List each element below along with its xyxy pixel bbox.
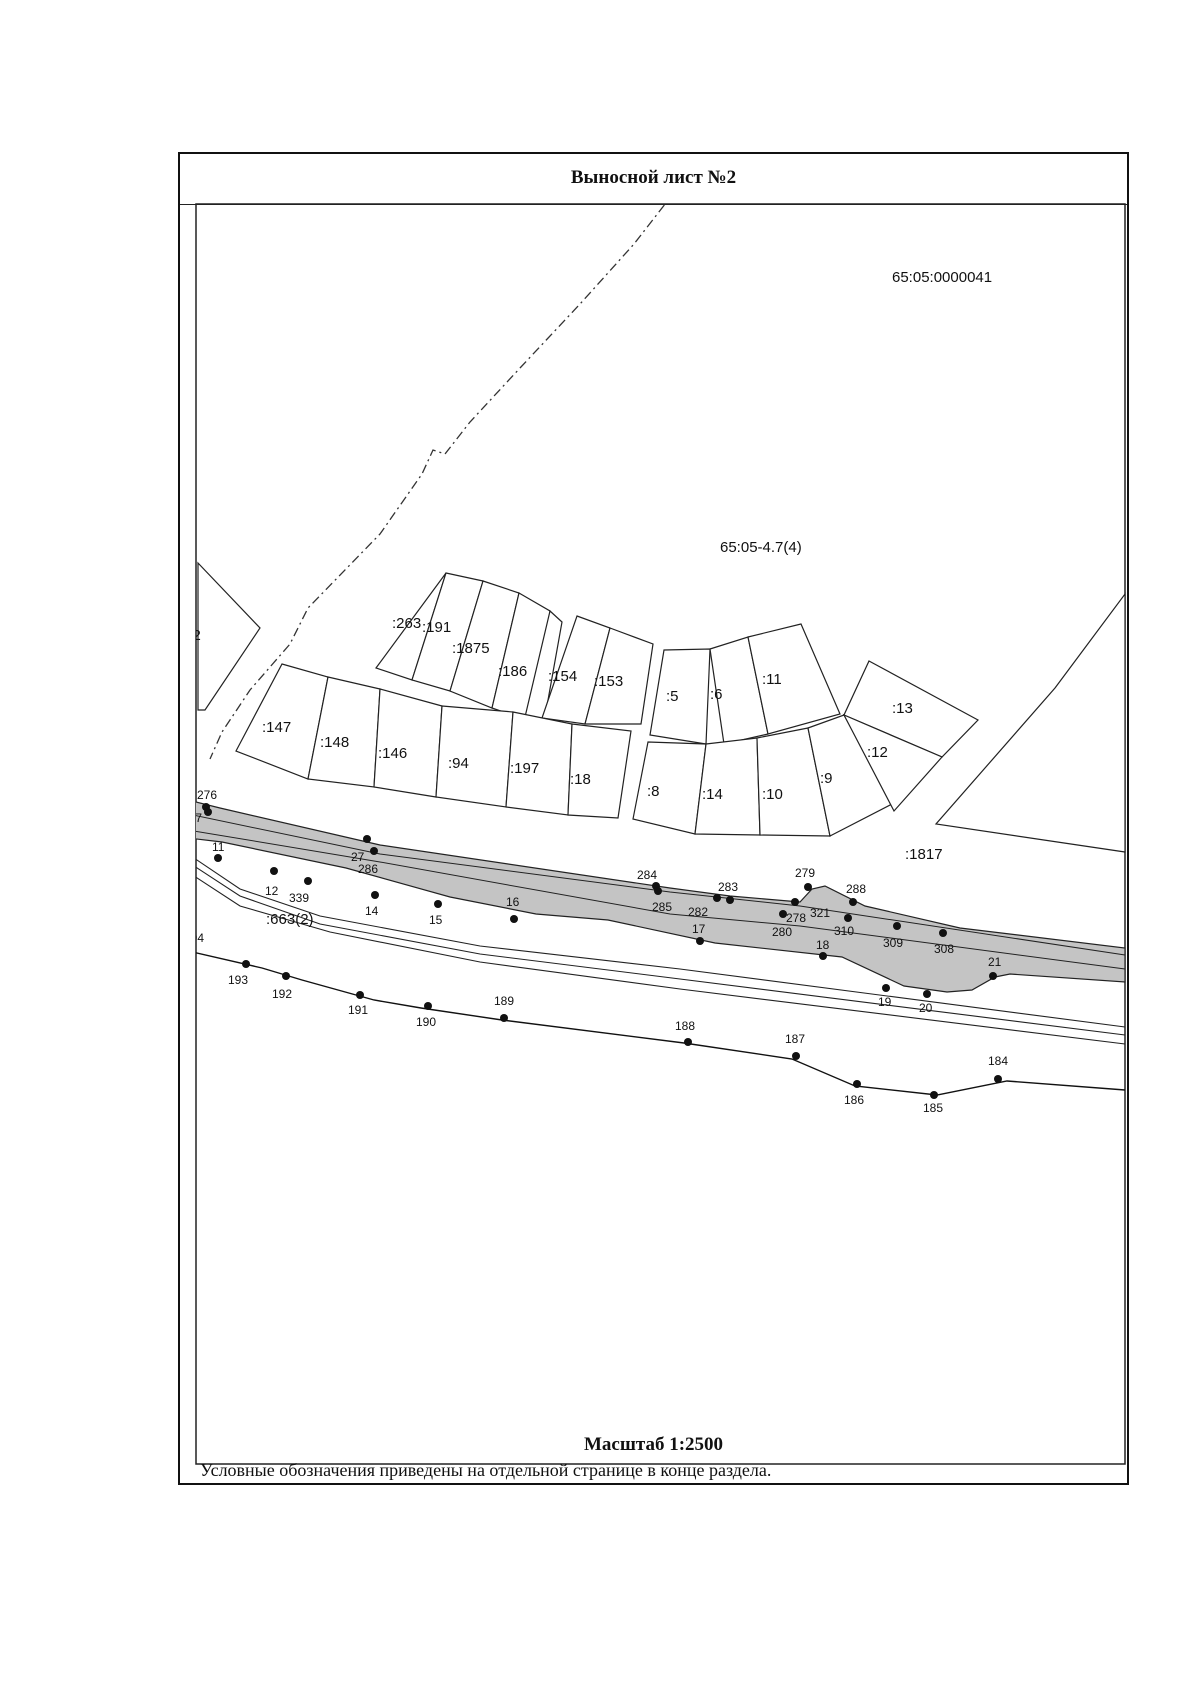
point-number: 321	[810, 906, 830, 920]
parcel-label: :6	[710, 686, 723, 703]
point-number: 310	[834, 924, 854, 938]
lower-boundary	[196, 952, 1126, 1096]
parcel-label: :263	[392, 615, 421, 632]
point-number: 191	[348, 1003, 368, 1017]
parcels	[197, 561, 1126, 853]
parcel-label: :9	[820, 770, 833, 787]
scale-label: Масштаб 1:2500	[583, 1434, 724, 1455]
point-number: 185	[923, 1101, 943, 1115]
point-number: 16	[506, 895, 520, 909]
point-number: 187	[785, 1032, 805, 1046]
point-number: 278	[786, 911, 806, 925]
point-number: 284	[637, 868, 657, 882]
parcel-label: :11	[762, 671, 782, 688]
parcel-label: :154	[548, 668, 577, 685]
point-number: 19	[878, 995, 892, 1009]
point-number: 14	[365, 904, 379, 918]
parcel-label: :94	[448, 755, 469, 772]
parcel-label: :148	[320, 734, 349, 751]
point-number: 188	[675, 1019, 695, 1033]
point-number: 11	[212, 840, 225, 854]
point-number: 279	[795, 866, 815, 880]
point-number: 190	[416, 1015, 436, 1029]
road-lines	[196, 858, 1126, 1045]
parcel-label: :197	[510, 760, 539, 777]
parcel-label: :13	[892, 700, 913, 717]
point-number: 184	[988, 1054, 1008, 1068]
point-number: 20	[919, 1001, 933, 1015]
point-number: 186	[844, 1093, 864, 1107]
shaded-strip	[196, 801, 1126, 993]
point-number: 194	[184, 931, 204, 945]
point-number: 27	[351, 850, 365, 864]
parcel-label: :186	[498, 663, 527, 680]
parcel-label: :18	[570, 771, 591, 788]
sheet-frame: Выносной лист №2	[178, 152, 1129, 1485]
parcel-label: :10	[762, 786, 783, 803]
parcel-label: :191	[422, 619, 451, 636]
parcel-label: :1817	[905, 846, 943, 863]
parcel-label: :12	[867, 744, 888, 761]
parcel-label: :147	[262, 719, 291, 736]
point-number: 309	[883, 936, 903, 950]
point-number: 15	[429, 913, 443, 927]
parcel-label: :153	[594, 673, 623, 690]
map-border	[195, 203, 1126, 1465]
boundary-points	[202, 803, 1002, 1099]
parcel-label: :8	[647, 783, 660, 800]
parcel-label: :1875	[452, 640, 490, 657]
parcel-label: :5	[666, 688, 679, 705]
point-number: 18	[816, 938, 830, 952]
point-labels-lower: 194 193 192 191 190 189 188 187 186 185 …	[184, 931, 1008, 1115]
point-number: 287	[182, 811, 202, 825]
block-code-label: 65:05:0000041	[892, 269, 992, 286]
point-number: 189	[494, 994, 514, 1008]
point-number: 193	[228, 973, 248, 987]
legend-note: Условные обозначения приведены на отдель…	[200, 1460, 772, 1480]
point-number: 276	[197, 788, 217, 802]
point-number: 72	[180, 788, 194, 802]
parcel-label: :12	[180, 627, 201, 644]
point-number: 285	[652, 900, 672, 914]
point-number: 17	[692, 922, 706, 936]
parcel-labels: :12 :263 :191 :1875 :186 :154 :153 :5 :6…	[180, 615, 943, 863]
point-number: 308	[934, 942, 954, 956]
parcel-label: :146	[378, 745, 407, 762]
point-number: 21	[988, 955, 1002, 969]
point-number: 288	[846, 882, 866, 896]
point-number: 283	[718, 880, 738, 894]
point-number: 280	[772, 925, 792, 939]
point-number: 339	[289, 891, 309, 905]
block-code-label: 65:05-4.7(4)	[720, 539, 802, 556]
point-number: 286	[358, 862, 378, 876]
point-labels: 72 276 287 11 12 339 27 286 14 15 16 284…	[180, 788, 1002, 1015]
cadastral-map: 65:05:0000041 65:05-4.7(4) :663(2) :12 :…	[180, 203, 1126, 1465]
parcel-label: :14	[702, 786, 723, 803]
point-number: 282	[688, 905, 708, 919]
point-number: 12	[265, 884, 279, 898]
point-number: 192	[272, 987, 292, 1001]
zone-label: :663(2)	[266, 911, 314, 928]
